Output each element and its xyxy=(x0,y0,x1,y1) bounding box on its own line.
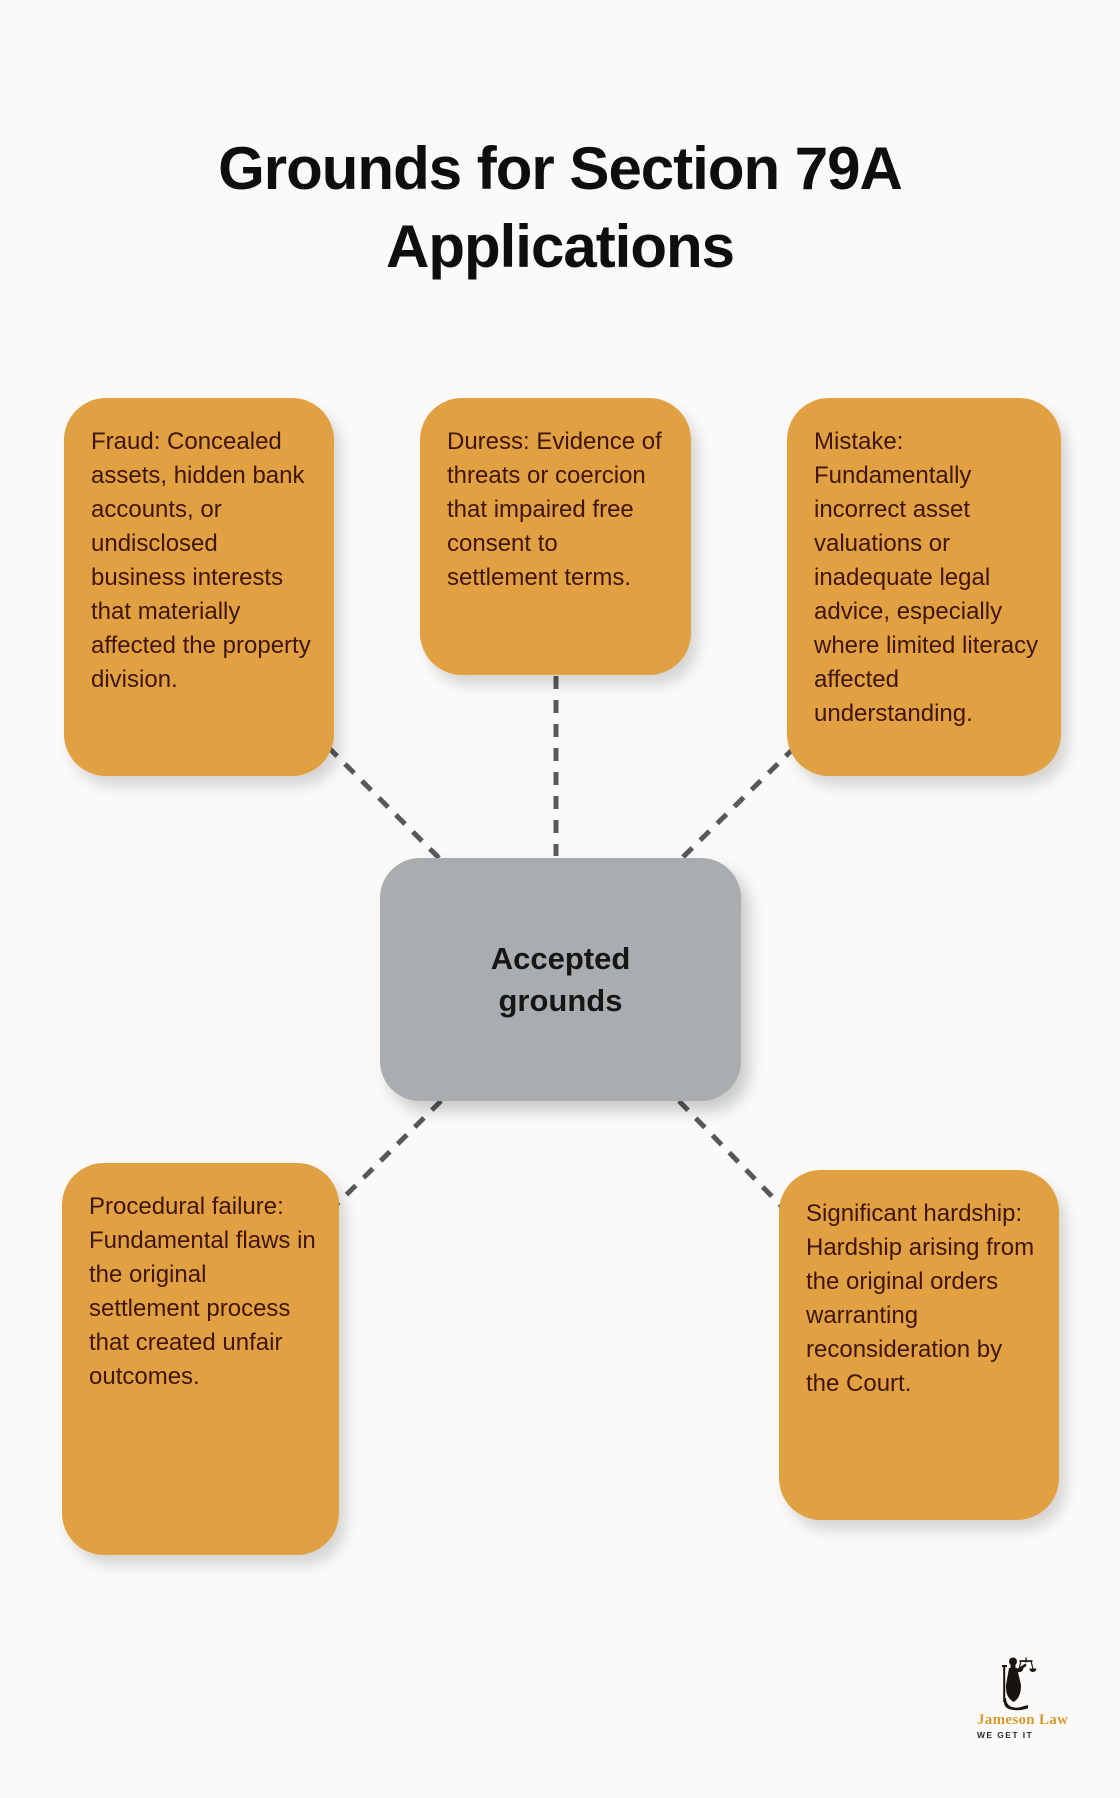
node-mistake: Mistake: Fundamentally incorrect asset v… xyxy=(787,398,1061,776)
page-title-text: Grounds for Section 79A Applications xyxy=(218,135,903,281)
connector-mistake-to-center xyxy=(677,745,797,863)
node-fraud: Fraud: Concealed assets, hidden bank acc… xyxy=(64,398,334,776)
page-title: Grounds for Section 79A Applications xyxy=(0,130,1120,286)
node-fraud-text: Fraud: Concealed assets, hidden bank acc… xyxy=(91,428,311,693)
node-procedural-failure-text: Procedural failure: Fundamental flaws in… xyxy=(89,1193,316,1390)
node-significant-hardship: Significant hardship: Hardship arising f… xyxy=(779,1170,1059,1520)
logo-tagline: WE GET IT xyxy=(977,1730,1034,1740)
center-node-label: Accepted grounds xyxy=(490,940,631,1018)
connector-center-to-procedural xyxy=(328,1099,443,1213)
node-mistake-text: Mistake: Fundamentally incorrect asset v… xyxy=(814,428,1039,727)
lady-justice-icon xyxy=(997,1655,1037,1711)
jameson-law-logo: Jameson Law WE GET IT xyxy=(977,1655,1069,1740)
node-duress-text: Duress: Evidence of threats or coercion … xyxy=(447,428,662,591)
connector-fraud-to-center xyxy=(326,745,444,863)
center-node-accepted-grounds: Accepted grounds xyxy=(380,858,741,1101)
node-significant-hardship-text: Significant hardship: Hardship arising f… xyxy=(806,1200,1035,1397)
node-procedural-failure: Procedural failure: Fundamental flaws in… xyxy=(62,1163,339,1555)
connector-center-to-hardship xyxy=(677,1099,793,1218)
logo-name: Jameson Law xyxy=(977,1712,1069,1728)
node-duress: Duress: Evidence of threats or coercion … xyxy=(420,398,691,675)
